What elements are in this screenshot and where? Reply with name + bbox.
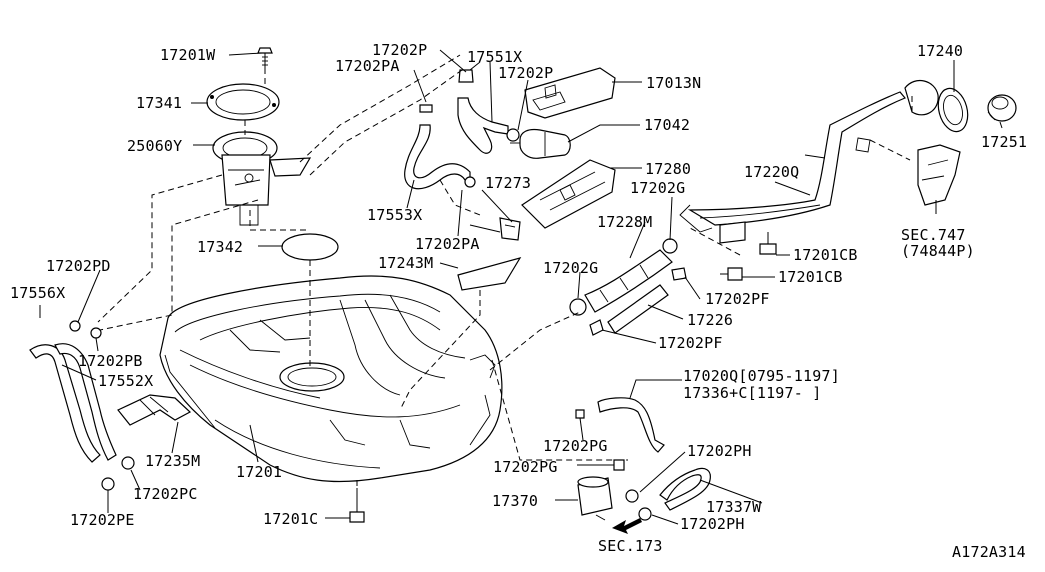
label-17201CB-a: 17201CB — [793, 246, 858, 264]
diagram-code: A172A314 — [952, 543, 1026, 561]
filter-17370 — [577, 476, 613, 521]
bracket-17235M — [117, 394, 192, 426]
label-25060Y: 25060Y — [127, 137, 182, 155]
clamp-17202PG-lower — [613, 459, 625, 471]
clamp-17202PH-upper — [625, 489, 639, 503]
hose-17226 — [607, 284, 669, 334]
filler-ring-17240 — [937, 87, 969, 133]
clamp-17202G-upper — [662, 238, 678, 254]
label-17243M: 17243M — [378, 254, 433, 272]
label-17201CB-b: 17201CB — [778, 268, 843, 286]
label-17220Q: 17220Q — [744, 163, 799, 181]
label-17202P-b: 17202P — [498, 64, 553, 82]
clip-17273 — [469, 217, 521, 241]
label-17013N: 17013N — [646, 74, 701, 92]
fuel-pump-17042 — [510, 128, 571, 159]
bolt-17201W — [257, 47, 273, 68]
hose-17337W — [659, 467, 711, 511]
label-17202PE: 17202PE — [70, 511, 135, 529]
assembly-lines — [97, 54, 913, 488]
label-17280: 17280 — [645, 160, 691, 178]
label-17370: 17370 — [492, 492, 538, 510]
fuel-cap-17251 — [987, 94, 1017, 122]
label-17202PG-a: 17202PG — [543, 437, 608, 455]
bolt-17201C — [349, 488, 365, 523]
label-17341: 17341 — [136, 94, 182, 112]
hose-17553X — [404, 104, 471, 190]
clamp-17202PC — [121, 456, 135, 470]
label-17235M: 17235M — [145, 452, 200, 470]
label-74844P: (74844P) — [901, 242, 975, 260]
label-17556X: 17556X — [10, 284, 65, 302]
leader-lines — [39, 49, 1003, 525]
arrow-sec173 — [612, 518, 642, 534]
clamp-17202PH-lower — [638, 507, 652, 521]
gasket-17342 — [281, 233, 339, 261]
clamp-17202PF-upper — [671, 267, 687, 281]
label-17337W: 17337W — [706, 498, 762, 516]
hose-17228M — [584, 249, 673, 313]
label-17202PD: 17202PD — [46, 257, 111, 275]
label-17202PF-a: 17202PF — [705, 290, 770, 308]
label-17202P-a: 17202P — [372, 41, 427, 59]
label-17251: 17251 — [981, 133, 1027, 151]
cover-17013N — [524, 67, 616, 119]
label-17020Q: 17020Q[0795-1197] — [683, 367, 840, 385]
label-17551X: 17551X — [467, 48, 522, 66]
labels: 17201W 17341 25060Y 17202P 17202PA 17551… — [10, 41, 1027, 561]
label-17273: 17273 — [485, 174, 531, 192]
hose-17551X — [457, 69, 520, 154]
label-17342: 17342 — [197, 238, 243, 256]
clamp-17202PF-lower — [589, 319, 604, 336]
label-17201C: 17201C — [263, 510, 318, 528]
clamp-17202PD — [69, 320, 81, 332]
label-17201W: 17201W — [160, 46, 216, 64]
hose-17552X — [54, 343, 117, 461]
label-17228M: 17228M — [597, 213, 652, 231]
label-17552X: 17552X — [98, 372, 153, 390]
label-17336C: 17336+C[1197- ] — [683, 384, 821, 402]
label-17202PH-a: 17202PH — [687, 442, 752, 460]
label-17202G-b: 17202G — [543, 259, 598, 277]
bracket-17280 — [521, 159, 616, 229]
label-17202PG-b: 17202PG — [493, 458, 558, 476]
label-17202PA-a: 17202PA — [335, 57, 400, 75]
fuel-sender-25060Y — [212, 131, 312, 226]
clamp-17202PE — [101, 477, 115, 491]
clamp-17202PG-upper — [575, 409, 585, 419]
label-17202PA-b: 17202PA — [415, 235, 480, 253]
clip-17202PA — [464, 176, 476, 188]
pad-17243M — [457, 257, 522, 291]
bolt-17201CB-upper — [759, 232, 777, 255]
label-17042: 17042 — [644, 116, 690, 134]
fuel-tank-17201 — [159, 275, 503, 483]
label-17202PC: 17202PC — [133, 485, 198, 503]
label-17226: 17226 — [687, 311, 733, 329]
bracket-sec747 — [917, 144, 961, 206]
filler-tube-17220Q — [679, 79, 939, 244]
label-17202PF-b: 17202PF — [658, 334, 723, 352]
label-17201: 17201 — [236, 463, 282, 481]
label-17240: 17240 — [917, 42, 963, 60]
clamp-17202PB — [90, 327, 102, 339]
bolt-17201CB-lower — [720, 267, 743, 281]
clamp-17202G-lower — [569, 298, 587, 316]
label-17202PB: 17202PB — [78, 352, 143, 370]
label-17553X: 17553X — [367, 206, 422, 224]
label-sec747: SEC.747 — [901, 226, 966, 244]
label-17202G-a: 17202G — [630, 179, 685, 197]
label-17202PH-b: 17202PH — [680, 515, 745, 533]
label-sec173: SEC.173 — [598, 537, 663, 555]
lock-ring-17341 — [206, 83, 280, 121]
hose-17020Q — [597, 397, 665, 453]
